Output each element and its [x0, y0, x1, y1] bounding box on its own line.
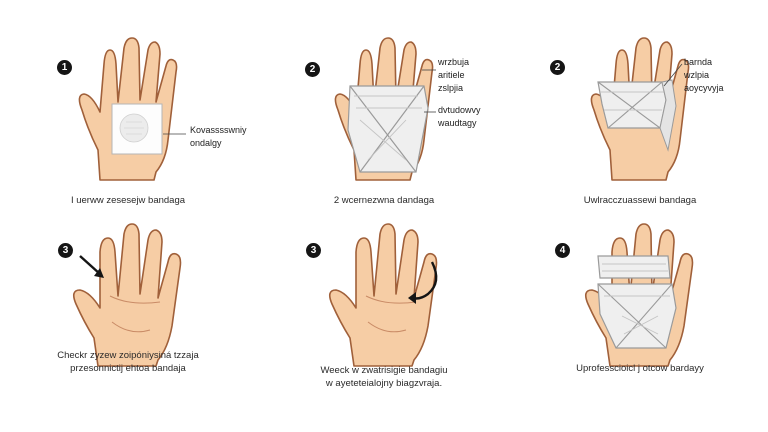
hand-with-figure-eight-wrap-illustration — [334, 37, 436, 181]
step-panel-2: 2 wrzbuja aritiele zslpjia dvtudowvy wau… — [256, 0, 512, 216]
hand-with-gauze-pad-illustration — [78, 37, 186, 181]
annotation-label: wrzbuja — [438, 57, 470, 67]
annotation-label: aritiele — [438, 70, 465, 80]
step-caption: w ayeteteialojny biagzvraja. — [325, 378, 443, 389]
step-number-badge: 3 — [58, 243, 73, 258]
gauze-pad-icon — [111, 103, 163, 155]
hand-with-arrow-illustration — [72, 223, 182, 367]
step-caption: Uwlracczuassewi bandaga — [583, 195, 697, 206]
hand-fully-bandaged-illustration — [584, 223, 694, 367]
step-panel-6: 4 Uprofesscioicl j otcow bardayy — [512, 216, 768, 432]
step-panel-4: 3 Checkr zyzew zoipóniysiná tzzaja przes… — [0, 216, 256, 432]
bandage-wrap-icon — [347, 85, 429, 173]
bandage-wrap-icon — [597, 255, 677, 349]
step-caption: 2 wcernezwna dandaga — [333, 195, 435, 206]
annotation-label: zslpjia — [438, 83, 464, 93]
step-number-badge: 1 — [57, 60, 72, 75]
step-panel-5: 3 Weeck w zwatrisigie bandagiu w ayetete… — [256, 216, 512, 432]
step-panel-1: 1 Kovasssswniy ondalgy I uerww zesesejw … — [0, 0, 256, 216]
step-caption: I uerww zesesejw bandaga — [70, 195, 186, 206]
annotation-label: waudtagy — [438, 118, 477, 128]
hand-with-curved-arrow-illustration — [328, 223, 438, 367]
step-number-badge: 2 — [305, 62, 320, 77]
hand-icon — [328, 223, 438, 367]
hand-with-bandage-wrap-illustration — [590, 37, 690, 181]
annotation-label: Kovasssswniy — [190, 125, 247, 135]
leader-line — [663, 63, 683, 87]
hand-icon — [72, 223, 182, 367]
step-number-badge: 2 — [550, 60, 565, 75]
step-caption: Weeck w zwatrisigie bandagiu — [320, 365, 448, 376]
bandage-wrap-icon — [597, 79, 677, 152]
step-caption: przesonnictij ehtoa bandaja — [70, 363, 186, 374]
annotation-label: dvtudowvy — [438, 105, 481, 115]
step-caption: Uprofesscioicl j otcow bardayy — [576, 363, 704, 374]
curved-arrow-icon — [408, 261, 438, 304]
annotation-label: aoycyvyja — [684, 83, 724, 93]
direction-arrow-icon — [79, 255, 104, 278]
step-number-badge: 4 — [555, 243, 570, 258]
step-panel-3: 2 barnda wzlpia aoycyvyja Uwlracczuassew… — [512, 0, 768, 216]
step-number-badge: 3 — [306, 243, 321, 258]
step-caption: Checkr zyzew zoipóniysiná tzzaja — [57, 350, 199, 361]
annotation-label: barnda — [684, 57, 713, 67]
annotation-label: ondalgy — [190, 138, 222, 148]
annotation-label: wzlpia — [684, 70, 710, 80]
